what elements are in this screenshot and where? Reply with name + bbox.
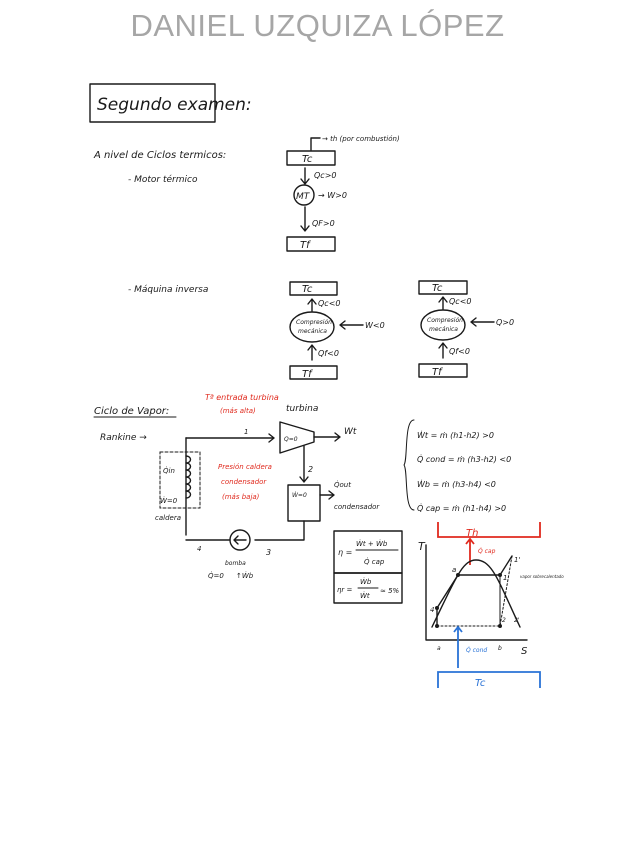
item-inversa: - Máquina inversa [128,285,208,295]
caldera-w: Ẇ=0 [160,496,178,505]
equations: Ẇt = ṁ (h1-h2) >0 Q̇ cond = ṁ (h3-h2) <0… [403,419,511,513]
point-3: 3 [266,548,271,557]
vapor-cycle: Ciclo de Vapor: Rankine → Tª entrada tur… [93,393,380,580]
presion-3: (más baja) [222,493,260,501]
bomba-label: bomba [225,560,246,567]
rankine-label: Rankine → [100,433,147,443]
inv1-w: W<0 [365,321,385,330]
turbine-shape [279,421,315,454]
motor-tf-box [286,236,336,252]
inv2-qc: Qc<0 [449,297,472,306]
point-1: 1 [244,428,248,436]
cond-w: Ẇ=0 [292,492,307,499]
motor-tc: Tc [302,154,313,165]
motor-diagram: → th (por combustión) Tc Qc>0 MT → W>0 Q… [286,135,400,252]
point-2: 2 [308,465,313,474]
presion-2: condensador [221,478,267,486]
eta-label: η = [338,548,352,557]
heading-box [89,83,216,123]
inv2-q: Q>0 [496,318,514,327]
bomba-q: Q̇=0 [208,572,224,580]
eq-3: Ẇb = ṁ (h3-h4) <0 [417,479,496,489]
item-motor: - Motor térmico [128,174,198,185]
motor-tc-box [286,150,336,166]
motor-qc: Qc>0 [314,171,337,180]
ts-sat: vapor sobrecalentado [520,574,564,579]
eta2-approx: ≈ 5% [380,587,400,595]
inv2-qf: Qf<0 [449,347,470,356]
qcond-label: Q̇ cond [466,647,487,654]
eq-1: Ẇt = ṁ (h1-h2) >0 [417,430,494,440]
motor-w: → W>0 [318,191,347,200]
efficiency: η = Ẇt + Ẇb Q̇ cap ηr = Ẇb Ẇt ≈ 5% [333,530,403,604]
author-name: DANIEL UZQUIZA LÓPEZ [130,8,505,43]
inversa1-diagram: Tc Qc<0 Compresión mecánica W<0 Qf<0 Tf [289,281,385,380]
ts-2: 2 [502,617,506,624]
motor-mt-circle [293,184,315,206]
ts-a2: a [437,645,441,652]
motor-tf: Tf [300,240,311,251]
motor-qf: QF>0 [312,219,335,228]
eq-4: Q̇ cap = ṁ (h1-h4) >0 [417,503,506,513]
dome [431,559,521,628]
turbine-q0: Q=0 [284,436,298,443]
ts-1p: 1' [514,556,520,564]
inv2-tf: Tf [432,367,443,378]
intro-text: A nivel de Ciclos termicos: [93,150,226,161]
ts-diagram: Th Q̇ cap T S a 1 1' 4 2 2' a b vapor so… [418,522,564,689]
ts-a: a [452,566,456,574]
inv2-tc: Tc [432,283,443,294]
inv1-qf: Qf<0 [318,349,339,358]
ts-4: 4 [430,606,434,614]
inv2-l1: Compresión [427,317,463,324]
inv1-qc: Qc<0 [318,299,341,308]
caldera-label: caldera [155,514,181,522]
t-axis: T [418,540,426,553]
condensador-label: condensador [334,503,380,511]
caldera-q: Q̇in [163,467,175,475]
motor-top-note: → th (por combustión) [322,135,400,143]
ts-1: 1 [503,574,507,582]
heading-text: Segundo examen: [97,95,252,115]
inv1-tc: Tc [302,284,313,295]
cond-q: Q̇out [334,481,351,489]
th-label: Th [466,528,478,539]
inversa2-diagram: Tc Qc<0 Compresión mecánica Q>0 Qf<0 Tf [418,280,514,378]
eta-num: Ẇt + Ẇb [356,539,388,548]
vapor-heading: Ciclo de Vapor: [94,406,169,417]
inv1-l1: Compresión [296,319,332,326]
motor-mt: MT [296,192,311,202]
bomba-w: ↑Ẇb [236,571,254,580]
condenser-box [287,484,321,522]
turbine-note-1: Tª entrada turbina [205,393,279,402]
ts-2p: 2' [514,617,520,624]
caldera-coil [185,455,192,499]
inv2-l2: mecánica [429,326,458,333]
eta-den: Q̇ cap [364,558,385,566]
ts-b: b [498,645,502,652]
tc-label: Tc [475,678,486,689]
eta2-label: ηr = [337,586,353,594]
wt-label: Wt [344,427,357,437]
s-axis: S [521,646,528,657]
qcap-label: Q̇ cap [478,548,496,555]
inv1-tf: Tf [302,369,313,380]
point-4: 4 [197,545,201,553]
presion-1: Presión caldera [218,463,272,471]
turbine-note-2: (más alta) [220,407,256,415]
eta2-den: Ẇt [360,591,370,600]
turbina-label: turbina [286,404,318,414]
inv1-l2: mecánica [298,328,327,335]
eq-2: Q̇ cond = ṁ (h3-h2) <0 [417,454,511,464]
eta2-num: Ẇb [360,577,372,586]
